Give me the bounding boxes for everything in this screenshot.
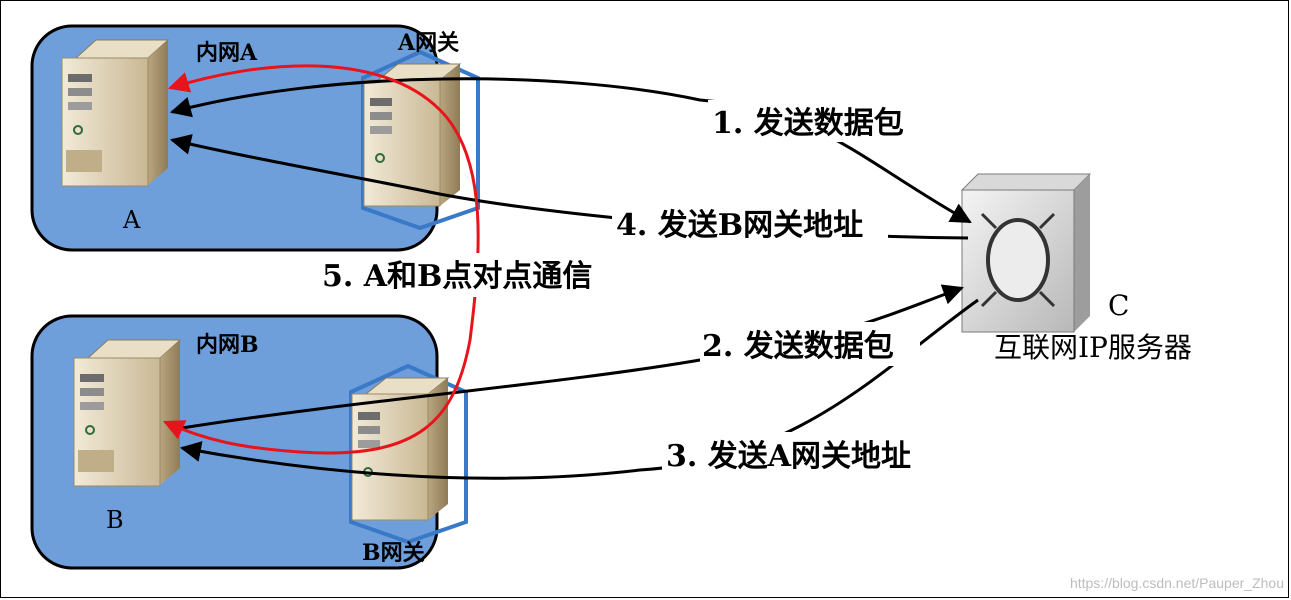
step3-label-group: 3. 发送A网关地址	[662, 432, 938, 476]
step2-label: 2. 发送数据包	[702, 329, 894, 364]
step1-label-group: 1. 发送数据包	[708, 100, 934, 142]
host-b-label: B	[106, 506, 124, 534]
step5-label-group: 5. A和B点对点通信	[318, 253, 610, 297]
gateway-icon-b	[349, 363, 468, 545]
network-a-label: 内网A	[196, 40, 258, 66]
server-icon-b	[73, 339, 182, 487]
arrow-step5	[163, 64, 480, 455]
arrow-step2	[181, 284, 964, 430]
server-letter-label: C	[1108, 289, 1129, 322]
step2-label-group: 2. 发送数据包	[700, 322, 920, 366]
server-name-label: 互联网IP服务器	[994, 331, 1192, 364]
gateway-b-label: B网关	[362, 540, 425, 566]
arrow-step1	[169, 77, 972, 224]
step1-label: 1. 发送数据包	[712, 106, 904, 141]
step5-label: 5. A和B点对点通信	[322, 259, 592, 294]
step3-label: 3. 发送A网关地址	[666, 439, 911, 474]
router-icon-c	[960, 173, 1092, 333]
gateway-a-label: A网关	[397, 30, 459, 56]
arrow-step3	[179, 298, 979, 480]
step4-label: 4. 发送B网关地址	[616, 208, 863, 243]
server-icon-a	[61, 39, 170, 187]
network-b-label: 内网B	[196, 332, 259, 358]
watermark: https://blog.csdn.net/Pauper_Zhou	[1070, 575, 1284, 591]
step4-label-group: 4. 发送B网关地址	[612, 203, 888, 245]
host-a-label: A	[122, 206, 141, 234]
